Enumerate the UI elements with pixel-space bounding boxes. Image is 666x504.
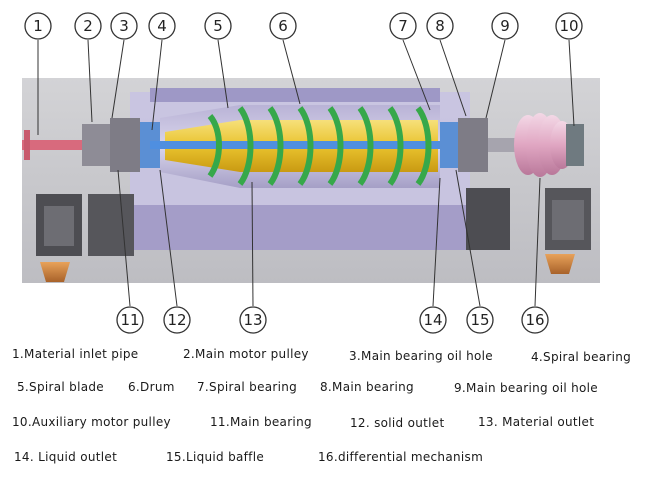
foot-right [545,254,575,274]
legend-item-4: 4.Spiral bearing [531,350,632,364]
callout-7 [389,12,417,40]
right-bearing [458,118,488,172]
callout-10-label: 10 [559,17,578,35]
left-pulley [82,124,110,166]
callout-6-label: 6 [278,17,288,35]
callout-3-label: 3 [119,17,129,35]
foot-left [40,262,70,282]
casing-shadow [130,205,470,250]
support-right-window [552,200,584,240]
inlet-flange [24,130,30,160]
legend-item-8: 8.Main bearing [320,380,414,394]
legend-item-11: 11.Main bearing [210,415,312,429]
legend-item-5: 5.Spiral blade [17,380,104,394]
callout-13 [239,306,267,334]
legend-item-7: 7.Spiral bearing [197,380,298,394]
callout-8-label: 8 [435,17,445,35]
legend-item-12: 12. solid outlet [350,416,445,430]
legend-item-13: 13. Material outlet [478,415,595,429]
support-left-window [44,206,74,246]
aux-pulley [566,124,584,166]
callout-16 [521,306,549,334]
legend-item-9: 9.Main bearing oil hole [454,381,598,395]
callout-7-label: 7 [398,17,408,35]
callout-9 [491,12,519,40]
callout-6 [269,12,297,40]
differential-mechanism [514,113,574,177]
support-right-1 [466,188,510,250]
callouts-bottom [116,306,549,334]
callout-1 [24,12,52,40]
callout-15 [466,306,494,334]
callout-9-label: 9 [500,17,510,35]
legend-item-2: 2.Main motor pulley [183,347,309,361]
spiral-blades [207,106,432,186]
callout-15-label: 15 [470,311,489,329]
legend-item-6: 6.Drum [128,380,175,394]
callout-4-label: 4 [157,17,167,35]
leader-lines [37,39,575,307]
left-bearing [110,118,140,172]
legend-item-3: 3.Main bearing oil hole [349,349,493,363]
callout-11-label: 11 [120,311,139,329]
callout-10 [555,12,583,40]
legend-item-15: 15.Liquid baffle [166,450,265,464]
callout-12 [163,306,191,334]
casing-top-band [150,88,440,102]
callout-3 [110,12,138,40]
callout-13-label: 13 [243,311,262,329]
callout-14 [419,306,447,334]
callout-12-label: 12 [167,311,186,329]
callouts-top [24,12,583,40]
right-bearing-blue [440,122,458,168]
callout-5 [204,12,232,40]
callout-4 [148,12,176,40]
callout-14-label: 14 [423,311,442,329]
legend-item-10: 10.Auxiliary motor pulley [12,415,171,429]
support-left-2 [88,194,134,256]
callout-8 [426,12,454,40]
callout-16-label: 16 [525,311,544,329]
callout-2-label: 2 [83,17,93,35]
legend-item-1: 1.Material inlet pipe [12,347,139,361]
center-shaft [150,141,450,149]
right-shaft [488,138,518,152]
callout-5-label: 5 [213,17,223,35]
legend-item-14: 14. Liquid outlet [14,450,118,464]
callout-11 [116,306,144,334]
callout-2 [74,12,102,40]
callout-1-label: 1 [33,17,43,35]
legend-item-16: 16.differential mechanism [318,450,484,464]
